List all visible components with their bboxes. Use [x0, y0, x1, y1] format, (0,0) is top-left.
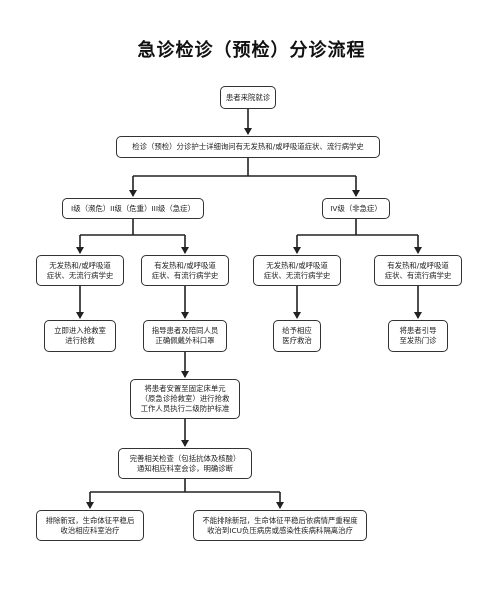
node-fever-clinic: 将患者引导 至发热门诊: [388, 320, 448, 352]
page-title: 急诊检诊（预检）分诊流程: [137, 40, 366, 61]
node-level-iv: IV级（非急症）: [322, 198, 390, 219]
node-triage-inquiry: 检诊（预检）分诊护士详细询问有无发热和/或呼吸道症状、流行病学史: [116, 136, 380, 158]
node-treat-care: 给予相应 医疗救治: [273, 320, 321, 352]
node-a-symptom: 有发热和/或呼吸道 症状、有流行病学史: [141, 255, 229, 286]
node-b-symptom: 有发热和/或呼吸道 症状、有流行病学史: [374, 255, 462, 286]
node-exclude-covid: 排除新冠，生命体征平稳后 收治相应科室治疗: [36, 510, 144, 541]
node-level-i-ii-iii: I级（濒危）II级（危重）III级（急症）: [62, 198, 204, 219]
node-not-exclude-covid: 不能排除新冠，生命体征平稳后依病情严重程度 收治到ICU负压病房或感染性疾病科隔…: [193, 510, 367, 541]
node-rescue-room: 立即进入抢救室 进行抢救: [44, 320, 116, 352]
node-b-no-symptom: 无发热和/或呼吸道 症状、无流行病学史: [253, 255, 341, 286]
node-exams-consult: 完善相关检查（包括抗体及核酸） 通知相应科室会诊，明确诊断: [118, 448, 252, 479]
node-fixed-unit: 将患者安置至固定床单元 （原急诊抢救室）进行抢救 工作人员执行二级防护标准: [130, 379, 240, 419]
node-guide-mask: 指导患者及陪同人员 正确佩戴外科口罩: [143, 320, 227, 352]
node-a-no-symptom: 无发热和/或呼吸道 症状、无流行病学史: [36, 255, 124, 286]
node-patient-arrival: 患者来院就诊: [220, 86, 276, 109]
